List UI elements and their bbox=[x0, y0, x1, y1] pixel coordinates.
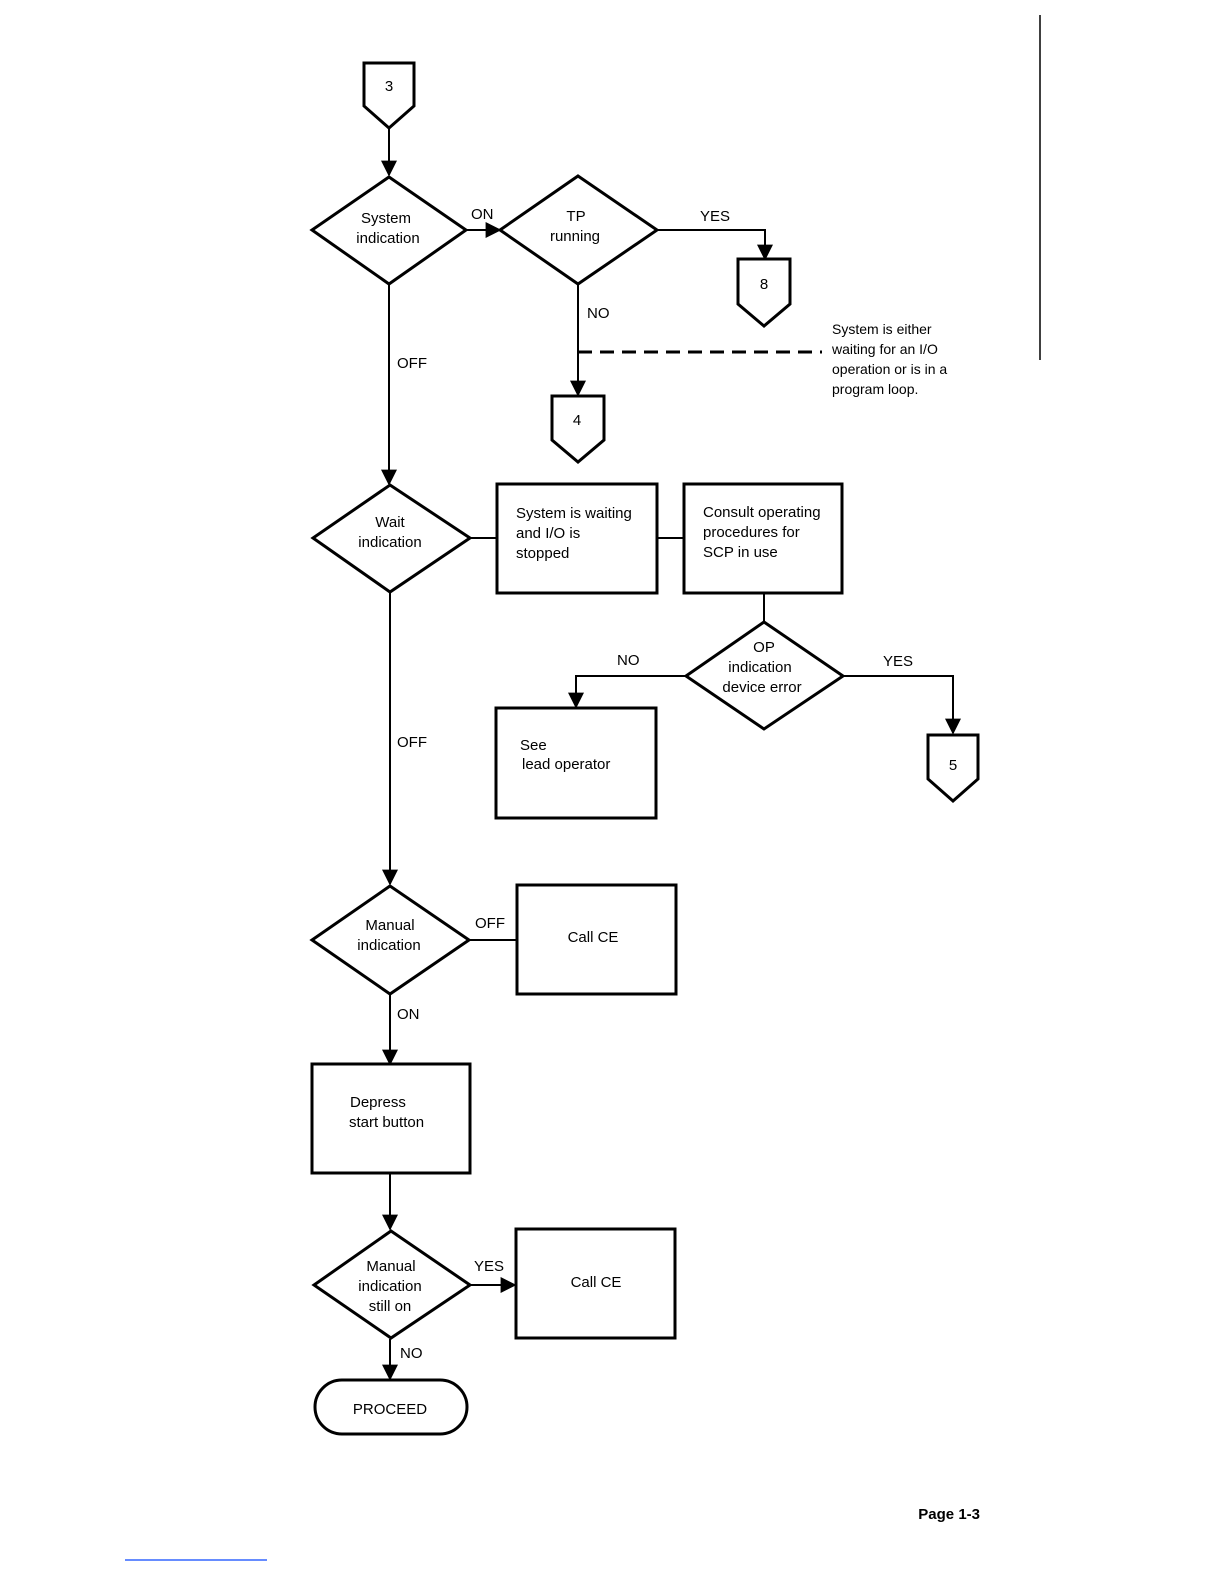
wait-indication-line-1: Wait bbox=[375, 514, 405, 531]
system-waiting-line-2: and I/O is bbox=[516, 525, 580, 542]
manual-indication-line-2: indication bbox=[357, 937, 420, 954]
system-waiting-line-1: System is waiting bbox=[516, 505, 632, 522]
process-depress-start: Depress start button bbox=[310, 1062, 472, 1175]
connector-8-label: 8 bbox=[760, 276, 768, 293]
annotation-note: System is either waiting for an I/O oper… bbox=[831, 321, 947, 397]
decision-tp-running: TP running bbox=[497, 174, 660, 286]
terminal-proceed: PROCEED bbox=[313, 1378, 469, 1436]
annotation-line-3: operation or is in a bbox=[832, 361, 947, 377]
decision-system-indication: System indication bbox=[309, 175, 469, 286]
connector-8: 8 bbox=[736, 257, 792, 328]
system-indication-line-2: indication bbox=[356, 230, 419, 247]
annotation-line-4: program loop. bbox=[832, 381, 918, 397]
connector-5: 5 bbox=[926, 733, 980, 803]
process-call-ce-2: Call CE bbox=[514, 1227, 677, 1340]
process-system-waiting: System is waiting and I/O is stopped bbox=[495, 482, 659, 595]
process-see-lead-operator: See lead operator bbox=[494, 706, 658, 820]
label-tp-yes: YES bbox=[700, 208, 730, 225]
consult-procedures-line-2: procedures for bbox=[703, 524, 800, 541]
see-lead-operator-line-1: See bbox=[520, 737, 547, 754]
connector-3-label: 3 bbox=[385, 78, 393, 95]
op-indication-line-3: device error bbox=[722, 679, 801, 696]
label-manual-off: OFF bbox=[475, 915, 505, 932]
edge-op-no bbox=[568, 675, 686, 709]
page-number: Page 1-3 bbox=[918, 1506, 980, 1523]
op-indication-line-2: indication bbox=[728, 659, 791, 676]
process-call-ce-1: Call CE bbox=[515, 883, 678, 996]
connector-5-label: 5 bbox=[949, 757, 957, 774]
manual-indication-line-1: Manual bbox=[365, 917, 414, 934]
label-system-on: ON bbox=[471, 206, 494, 223]
connector-3: 3 bbox=[362, 61, 416, 130]
op-indication-line-1: OP bbox=[753, 639, 775, 656]
system-waiting-line-3: stopped bbox=[516, 545, 569, 562]
consult-procedures-line-1: Consult operating bbox=[703, 504, 821, 521]
label-system-off: OFF bbox=[397, 355, 427, 372]
depress-start-line-1: Depress bbox=[350, 1094, 406, 1111]
label-still-yes: YES bbox=[474, 1258, 504, 1275]
proceed-label: PROCEED bbox=[353, 1401, 427, 1418]
process-consult-procedures: Consult operating procedures for SCP in … bbox=[682, 482, 844, 595]
label-op-no: NO bbox=[617, 652, 640, 669]
decision-manual-still-on: Manual indication still on bbox=[311, 1229, 473, 1340]
manual-still-on-line-3: still on bbox=[369, 1298, 412, 1315]
label-op-yes: YES bbox=[883, 653, 913, 670]
call-ce-1-label: Call CE bbox=[568, 929, 619, 946]
tp-running-line-2: running bbox=[550, 228, 600, 245]
decision-op-indication: OP indication device error bbox=[683, 620, 846, 731]
connector-4: 4 bbox=[550, 394, 606, 464]
decision-manual-indication: Manual indication bbox=[309, 884, 472, 996]
manual-still-on-line-2: indication bbox=[358, 1278, 421, 1295]
annotation-line-1: System is either bbox=[832, 321, 932, 337]
label-manual-on: ON bbox=[397, 1006, 420, 1023]
edge-op-yes bbox=[843, 675, 961, 735]
label-wait-off: OFF bbox=[397, 734, 427, 751]
tp-running-line-1: TP bbox=[566, 208, 585, 225]
see-lead-operator-line-2: lead operator bbox=[522, 756, 610, 773]
annotation-line-2: waiting for an I/O bbox=[831, 341, 938, 357]
decision-wait-indication: Wait indication bbox=[310, 483, 473, 594]
label-still-no: NO bbox=[400, 1345, 423, 1362]
depress-start-line-2: start button bbox=[349, 1114, 424, 1131]
edge-labels: ON OFF YES NO OFF NO YES OFF ON YES NO bbox=[397, 206, 913, 1362]
consult-procedures-line-3: SCP in use bbox=[703, 544, 778, 561]
system-indication-line-1: System bbox=[361, 210, 411, 227]
flow-lines bbox=[381, 127, 961, 1381]
wait-indication-line-2: indication bbox=[358, 534, 421, 551]
connector-4-label: 4 bbox=[573, 412, 581, 429]
call-ce-2-label: Call CE bbox=[571, 1274, 622, 1291]
manual-still-on-line-1: Manual bbox=[366, 1258, 415, 1275]
edge-tp-yes bbox=[657, 229, 773, 261]
label-tp-no: NO bbox=[587, 305, 610, 322]
